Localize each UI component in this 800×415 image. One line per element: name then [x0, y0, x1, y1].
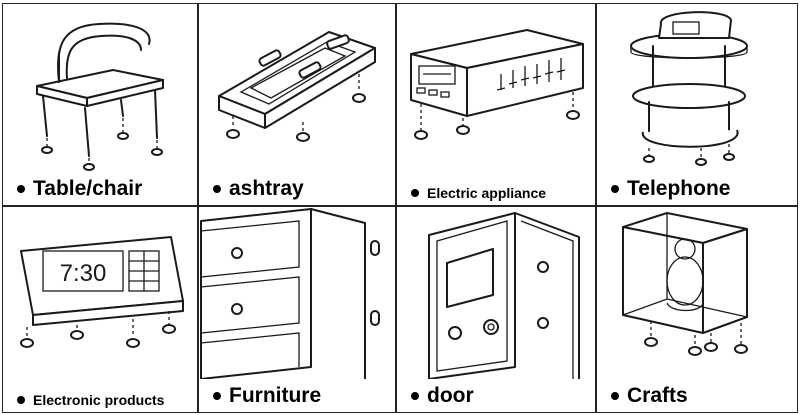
bullet-icon — [611, 185, 619, 193]
drawer-cabinet-icon — [200, 208, 380, 379]
table-chair-icon — [36, 22, 164, 171]
telephone-icon — [630, 11, 748, 166]
item-label: Electric appliance — [397, 185, 546, 201]
cell-furniture: Furniture — [198, 206, 396, 413]
door-icon — [428, 212, 580, 379]
display-case-icon — [622, 212, 748, 356]
item-label: Table/chair — [3, 177, 142, 201]
cell-telephone: Telephone — [596, 3, 798, 206]
alarm-clock-icon: 7:30 — [20, 236, 184, 348]
bullet-icon — [213, 392, 221, 400]
item-label: door — [397, 384, 474, 408]
item-label: Crafts — [597, 384, 688, 408]
cell-ashtray: ashtray — [198, 3, 396, 206]
item-label: Furniture — [199, 384, 321, 408]
item-label: Telephone — [597, 177, 730, 201]
bullet-icon — [17, 185, 25, 193]
electric-appliance-icon — [410, 29, 584, 140]
item-label: ashtray — [199, 177, 304, 201]
ashtray-icon — [218, 31, 376, 142]
bullet-icon — [611, 392, 619, 400]
cell-electronic-products: 7:30 Electronic products — [2, 206, 198, 413]
cell-crafts: Crafts — [596, 206, 798, 413]
bullet-icon — [411, 392, 419, 400]
clock-display: 7:30 — [60, 260, 107, 287]
cell-electric-appliance: Electric appliance — [396, 3, 596, 206]
bullet-icon — [213, 185, 221, 193]
bullet-icon — [411, 189, 419, 197]
bullet-icon — [17, 396, 25, 404]
cell-door: door — [396, 206, 596, 413]
cell-table-chair: Table/chair — [2, 3, 198, 206]
item-label: Electronic products — [3, 392, 164, 408]
